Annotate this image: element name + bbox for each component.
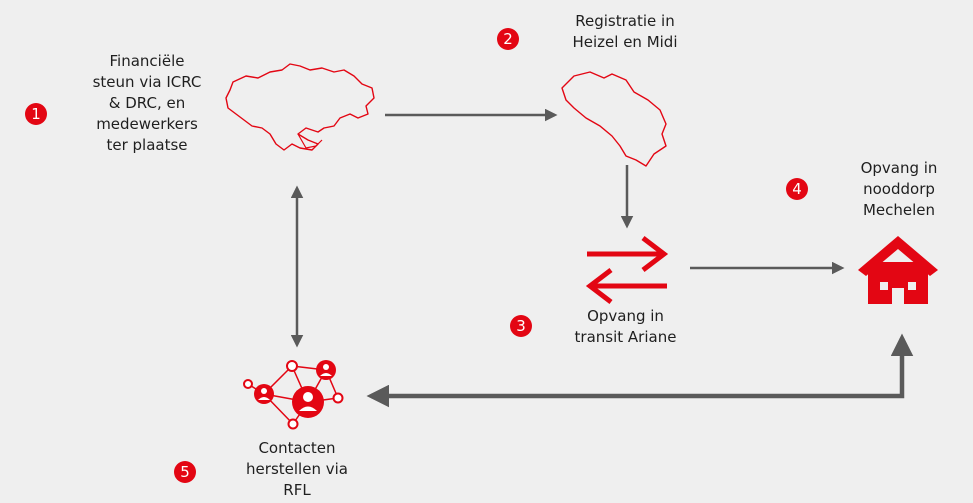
belgium-map-icon [561,71,667,167]
ukraine-map-icon [225,63,375,151]
step-1-label: Financiële steun via ICRC & DRC, en mede… [92,52,202,154]
step-3-label: Opvang in transit Ariane [574,307,677,346]
step-5-label: Contacten herstellen via RFL [246,439,348,499]
step-4-label: Opvang in nooddorp Mechelen [860,159,938,219]
step-4-badge: 4 [786,178,808,200]
rfl-network-icon [243,360,344,430]
step-5-badge: 5 [174,461,196,483]
arrow-shelter-to-rfl [366,333,914,408]
step-2-badge: 2 [497,28,519,50]
transit-arrows-icon [585,236,669,304]
step-1-badge: 1 [25,103,47,125]
step-3-badge: 3 [510,315,532,337]
step-2-label: Registratie in Heizel en Midi [572,12,678,51]
house-icon [858,236,938,304]
